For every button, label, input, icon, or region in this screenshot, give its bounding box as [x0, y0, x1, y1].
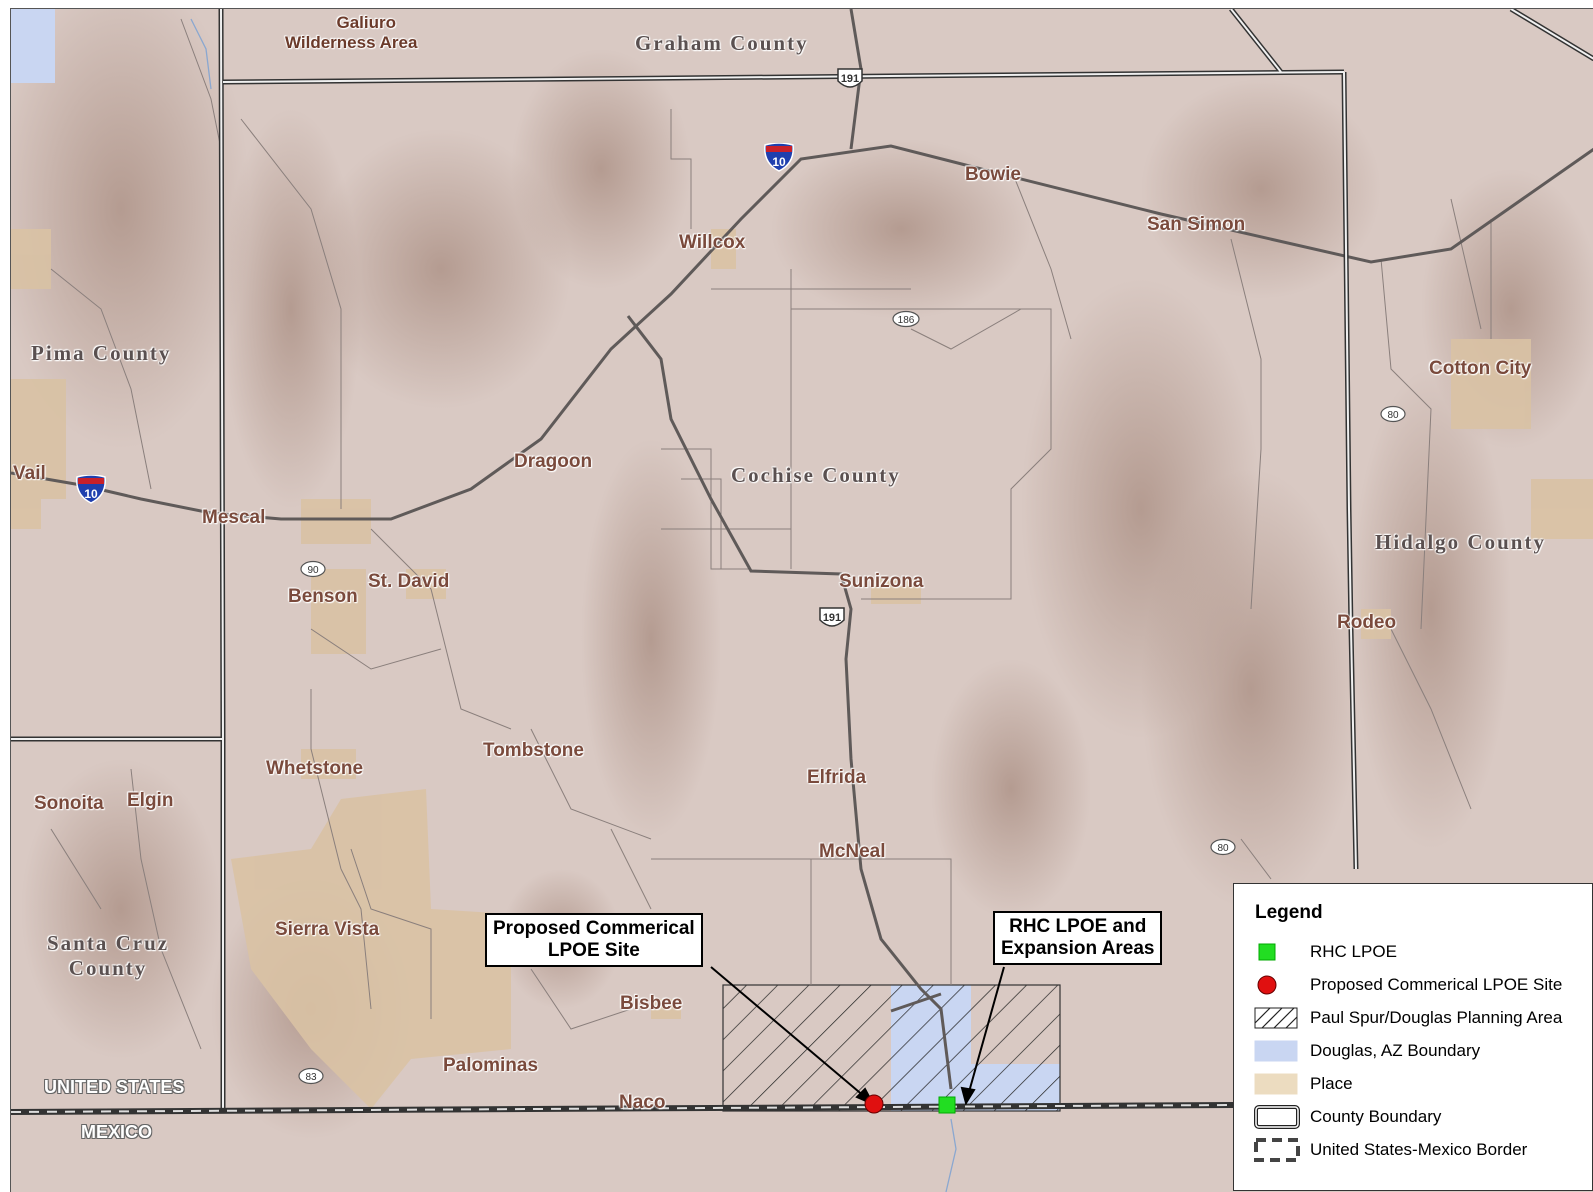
place-label-st-david: St. David [368, 571, 450, 592]
red-circle-icon [1257, 975, 1277, 995]
legend-label-douglas-boundary: Douglas, AZ Boundary [1310, 1041, 1481, 1060]
place-label-sierra-vista: Sierra Vista [275, 919, 380, 940]
legend-label-county-boundary: County Boundary [1310, 1107, 1442, 1126]
us-191-shield-north: 191 [837, 68, 863, 88]
map-legend: Legend RHC LPOE Proposed Commerical LPOE… [1233, 883, 1593, 1191]
place-label-bisbee: Bisbee [620, 993, 683, 1014]
hatched-box-icon [1254, 1007, 1298, 1029]
place-label-benson: Benson [288, 586, 358, 607]
place-label-mescal: Mescal [202, 507, 266, 528]
local-roads [50, 18, 1492, 1050]
green-square-icon [1258, 943, 1276, 961]
place-label-elfrida: Elfrida [807, 767, 867, 788]
place-label-willcox: Willcox [679, 232, 746, 253]
legend-label-border: United States-Mexico Border [1310, 1140, 1528, 1159]
place-label-naco: Naco [619, 1092, 666, 1113]
legend-label-rhc-lpoe: RHC LPOE [1310, 942, 1397, 961]
santa-cruz-line2: County [68, 956, 148, 980]
place-label-rodeo: Rodeo [1337, 612, 1397, 633]
legend-item-county-boundary: County Boundary [1254, 1105, 1589, 1129]
legend-label-planning-area: Paul Spur/Douglas Planning Area [1310, 1008, 1563, 1027]
us-191-shield-south: 191 [819, 607, 845, 627]
svg-text:191: 191 [823, 612, 841, 624]
proposed-commercial-lpoe-marker[interactable] [864, 1094, 884, 1114]
svg-text:83: 83 [305, 1072, 317, 1083]
map-basemap [11, 9, 1593, 1192]
place-label-vail: Vail [13, 463, 46, 484]
santa-cruz-line1: Santa Cruz [47, 931, 170, 955]
country-label-us: UNITED STATES [44, 1077, 185, 1097]
callout-rhc-line2: Expansion Areas [1001, 938, 1155, 959]
rhc-lpoe-marker[interactable] [938, 1096, 956, 1114]
wilderness-line1: Galiuro [336, 13, 396, 32]
place-label-bowie: Bowie [965, 164, 1021, 185]
pima-county-label: Pima County [31, 341, 172, 365]
place-label-sonoita: Sonoita [34, 793, 104, 814]
place-label-cotton-city: Cotton City [1429, 358, 1532, 379]
place-label-palominas: Palominas [443, 1055, 539, 1076]
svg-text:10: 10 [84, 487, 98, 501]
place-label-whetstone: Whetstone [266, 758, 364, 779]
country-label-mexico: MEXICO [81, 1122, 153, 1142]
planning-area [722, 984, 1061, 1112]
legend-item-planning-area: Paul Spur/Douglas Planning Area [1254, 1006, 1589, 1030]
legend-item-border: United States-Mexico Border [1254, 1138, 1589, 1162]
callout-commercial-line1: Proposed Commerical [493, 918, 695, 939]
legend-item-proposed-commercial: Proposed Commerical LPOE Site [1254, 973, 1589, 997]
hidalgo-county-label: Hidalgo County [1375, 530, 1546, 554]
legend-item-rhc-lpoe: RHC LPOE [1254, 940, 1589, 964]
svg-text:186: 186 [898, 315, 915, 326]
cochise-county-label: Cochise County [731, 463, 901, 487]
sr-83-shield: 83 [298, 1067, 324, 1085]
svg-text:90: 90 [307, 565, 319, 576]
place-label-san-simon: San Simon [1147, 214, 1246, 235]
place-label-mcneal: McNeal [819, 841, 886, 862]
place-label-tombstone: Tombstone [483, 740, 584, 761]
callout-proposed-commercial-lpoe: Proposed Commerical LPOE Site [485, 913, 703, 967]
place-label-sunizona: Sunizona [839, 571, 924, 592]
svg-text:10: 10 [772, 155, 786, 169]
place-label-elgin: Elgin [127, 790, 174, 811]
callout-rhc-lpoe: RHC LPOE and Expansion Areas [993, 911, 1163, 965]
svg-text:80: 80 [1387, 410, 1399, 421]
streams [190, 18, 957, 1192]
callout-rhc-line1: RHC LPOE and [1009, 916, 1147, 937]
galiuro-wilderness-label: Galiuro Wilderness Area [285, 13, 417, 53]
sr-186-shield: 186 [892, 310, 920, 328]
callout-commercial-line2: LPOE Site [547, 940, 640, 961]
santa-cruz-county-label: Santa Cruz County [47, 931, 169, 981]
sr-90-shield: 90 [300, 560, 326, 578]
legend-label-place: Place [1310, 1074, 1353, 1093]
i-10-shield-west: 10 [76, 475, 106, 504]
tan-box-icon [1254, 1073, 1298, 1095]
double-line-box-icon [1254, 1105, 1300, 1129]
sr-80-shield-south: 80 [1210, 838, 1236, 856]
graham-county-label: Graham County [635, 31, 809, 55]
svg-text:191: 191 [841, 73, 859, 85]
dashed-line-box-icon [1254, 1138, 1300, 1162]
wilderness-line2: Wilderness Area [285, 33, 418, 52]
legend-item-place: Place [1254, 1072, 1589, 1096]
map-canvas[interactable]: 191 191 10 10 186 80 80 90 83 Galiuro Wi… [10, 8, 1593, 1192]
legend-item-douglas-boundary: Douglas, AZ Boundary [1254, 1039, 1589, 1063]
legend-label-proposed-commercial: Proposed Commerical LPOE Site [1310, 975, 1563, 994]
highways [11, 9, 1593, 1090]
sr-80-shield-north: 80 [1380, 405, 1406, 423]
us-mexico-border [11, 1102, 1235, 1115]
svg-text:80: 80 [1217, 843, 1229, 854]
place-label-dragoon: Dragoon [514, 451, 593, 472]
place-areas [11, 229, 1593, 1109]
legend-title: Legend [1255, 902, 1323, 923]
blue-box-icon [1254, 1040, 1298, 1062]
i-10-shield-east: 10 [764, 143, 794, 172]
